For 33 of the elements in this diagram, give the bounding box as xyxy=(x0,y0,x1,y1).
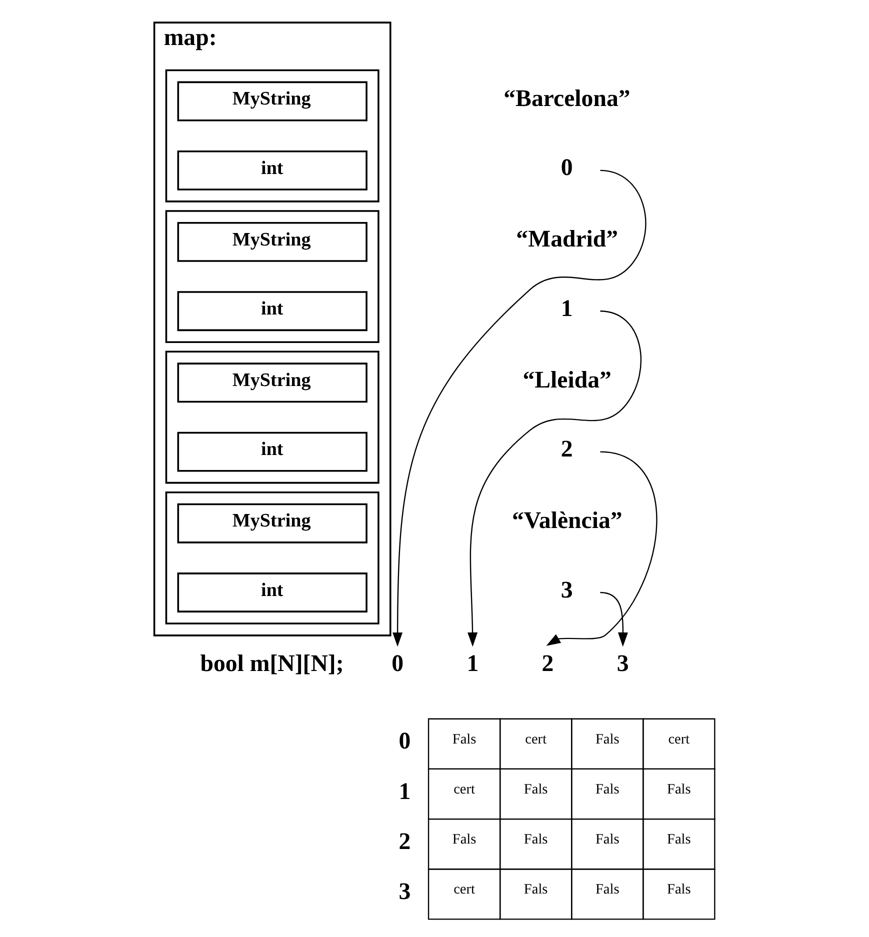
node-text: 0 xyxy=(392,651,404,678)
node-text: 1 xyxy=(466,651,479,678)
node-text: 3 xyxy=(560,577,573,604)
label: “València” xyxy=(512,508,622,534)
label: 3 xyxy=(398,878,411,905)
label: Fals xyxy=(452,832,476,848)
label: “Madrid” xyxy=(516,226,618,253)
label: “Barcelona” xyxy=(504,86,630,112)
label: Fals xyxy=(595,782,620,798)
label: Fals xyxy=(595,882,620,898)
label: Fals xyxy=(595,832,620,848)
label: cert xyxy=(454,882,476,898)
label: bool m[N][N]; xyxy=(200,651,344,678)
label: Fals xyxy=(452,731,476,748)
label: “Lleida” xyxy=(522,367,612,394)
node-text: 3 xyxy=(616,651,629,678)
node-text: 2 xyxy=(560,436,573,463)
node-text: 0 xyxy=(560,155,573,182)
label: cert xyxy=(668,731,690,748)
node-text: 1 xyxy=(560,296,573,322)
label: Fals xyxy=(667,882,691,898)
label: Fals xyxy=(524,882,548,898)
label: Fals xyxy=(595,731,620,748)
label: Fals xyxy=(524,782,548,798)
label: 1 xyxy=(398,778,411,805)
label: cert xyxy=(454,782,476,798)
label: Fals xyxy=(667,782,691,798)
label: Fals xyxy=(667,832,691,848)
label: cert xyxy=(525,731,547,748)
label: 2 xyxy=(398,828,411,855)
label: 0 xyxy=(398,728,411,755)
node-text: 2 xyxy=(542,651,554,678)
label: Fals xyxy=(524,832,548,848)
